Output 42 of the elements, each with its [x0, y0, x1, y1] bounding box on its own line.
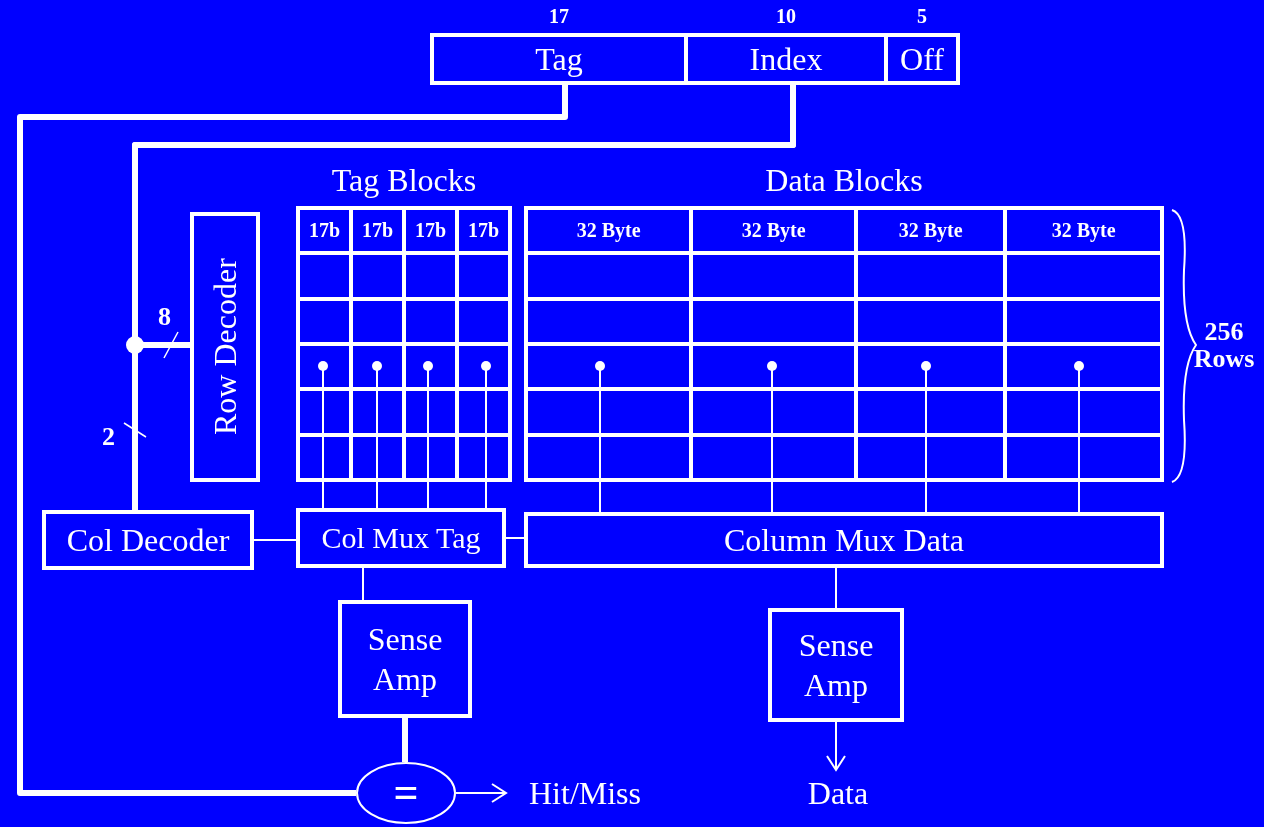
- column-mux-data-box: Column Mux Data: [524, 512, 1164, 568]
- connector-line: [372, 361, 382, 509]
- block-size-label: 32 Byte: [528, 210, 694, 256]
- block-size-label: 17b: [353, 210, 406, 256]
- connector-line: [921, 361, 931, 513]
- sense-amp-box: Sense Amp: [768, 608, 904, 722]
- beside-label: 17: [548, 6, 570, 27]
- connector-line: [423, 361, 433, 509]
- connector-line: [362, 567, 364, 601]
- block-size-label: 17b: [406, 210, 459, 256]
- bus-width-label: 2: [102, 422, 115, 452]
- col-decoder-box: Col Decoder: [42, 510, 254, 570]
- beside-label: 256 Rows: [1192, 318, 1256, 373]
- array-heading: Tag Blocks: [330, 161, 478, 200]
- sense-amp-box: Sense Amp: [338, 600, 472, 718]
- block-size-label: 17b: [459, 210, 512, 256]
- connector-line: [505, 537, 525, 539]
- connector-line: [835, 567, 837, 609]
- block-size-label: 32 Byte: [857, 210, 1008, 256]
- connector-line: [318, 361, 328, 509]
- connector-line: [17, 85, 568, 796]
- comparator-ellipse: =: [356, 762, 456, 824]
- array-heading: Data Blocks: [764, 161, 924, 200]
- col-mux-tag-box: Col Mux Tag: [296, 508, 506, 568]
- connector-line: [132, 85, 796, 510]
- connector-line: [481, 361, 491, 509]
- block-size-label: 17b: [300, 210, 353, 256]
- bus-width-label: 8: [158, 302, 171, 332]
- connector-line: [455, 783, 507, 803]
- connector-line: [1074, 361, 1084, 513]
- row-decoder-box: Row Decoder: [190, 212, 260, 482]
- connector-line: [595, 361, 605, 513]
- hit-miss-output: Hit/Miss: [510, 772, 660, 814]
- block-size-label: 32 Byte: [693, 210, 858, 256]
- beside-label: 10: [775, 6, 797, 27]
- connector-line: [402, 718, 408, 762]
- block-size-label: 32 Byte: [1007, 210, 1164, 256]
- data-output: Data: [796, 772, 880, 814]
- connector-line: [253, 539, 297, 541]
- beside-label: 5: [916, 6, 928, 27]
- connector-line: [826, 721, 846, 771]
- connector-line: [767, 361, 777, 513]
